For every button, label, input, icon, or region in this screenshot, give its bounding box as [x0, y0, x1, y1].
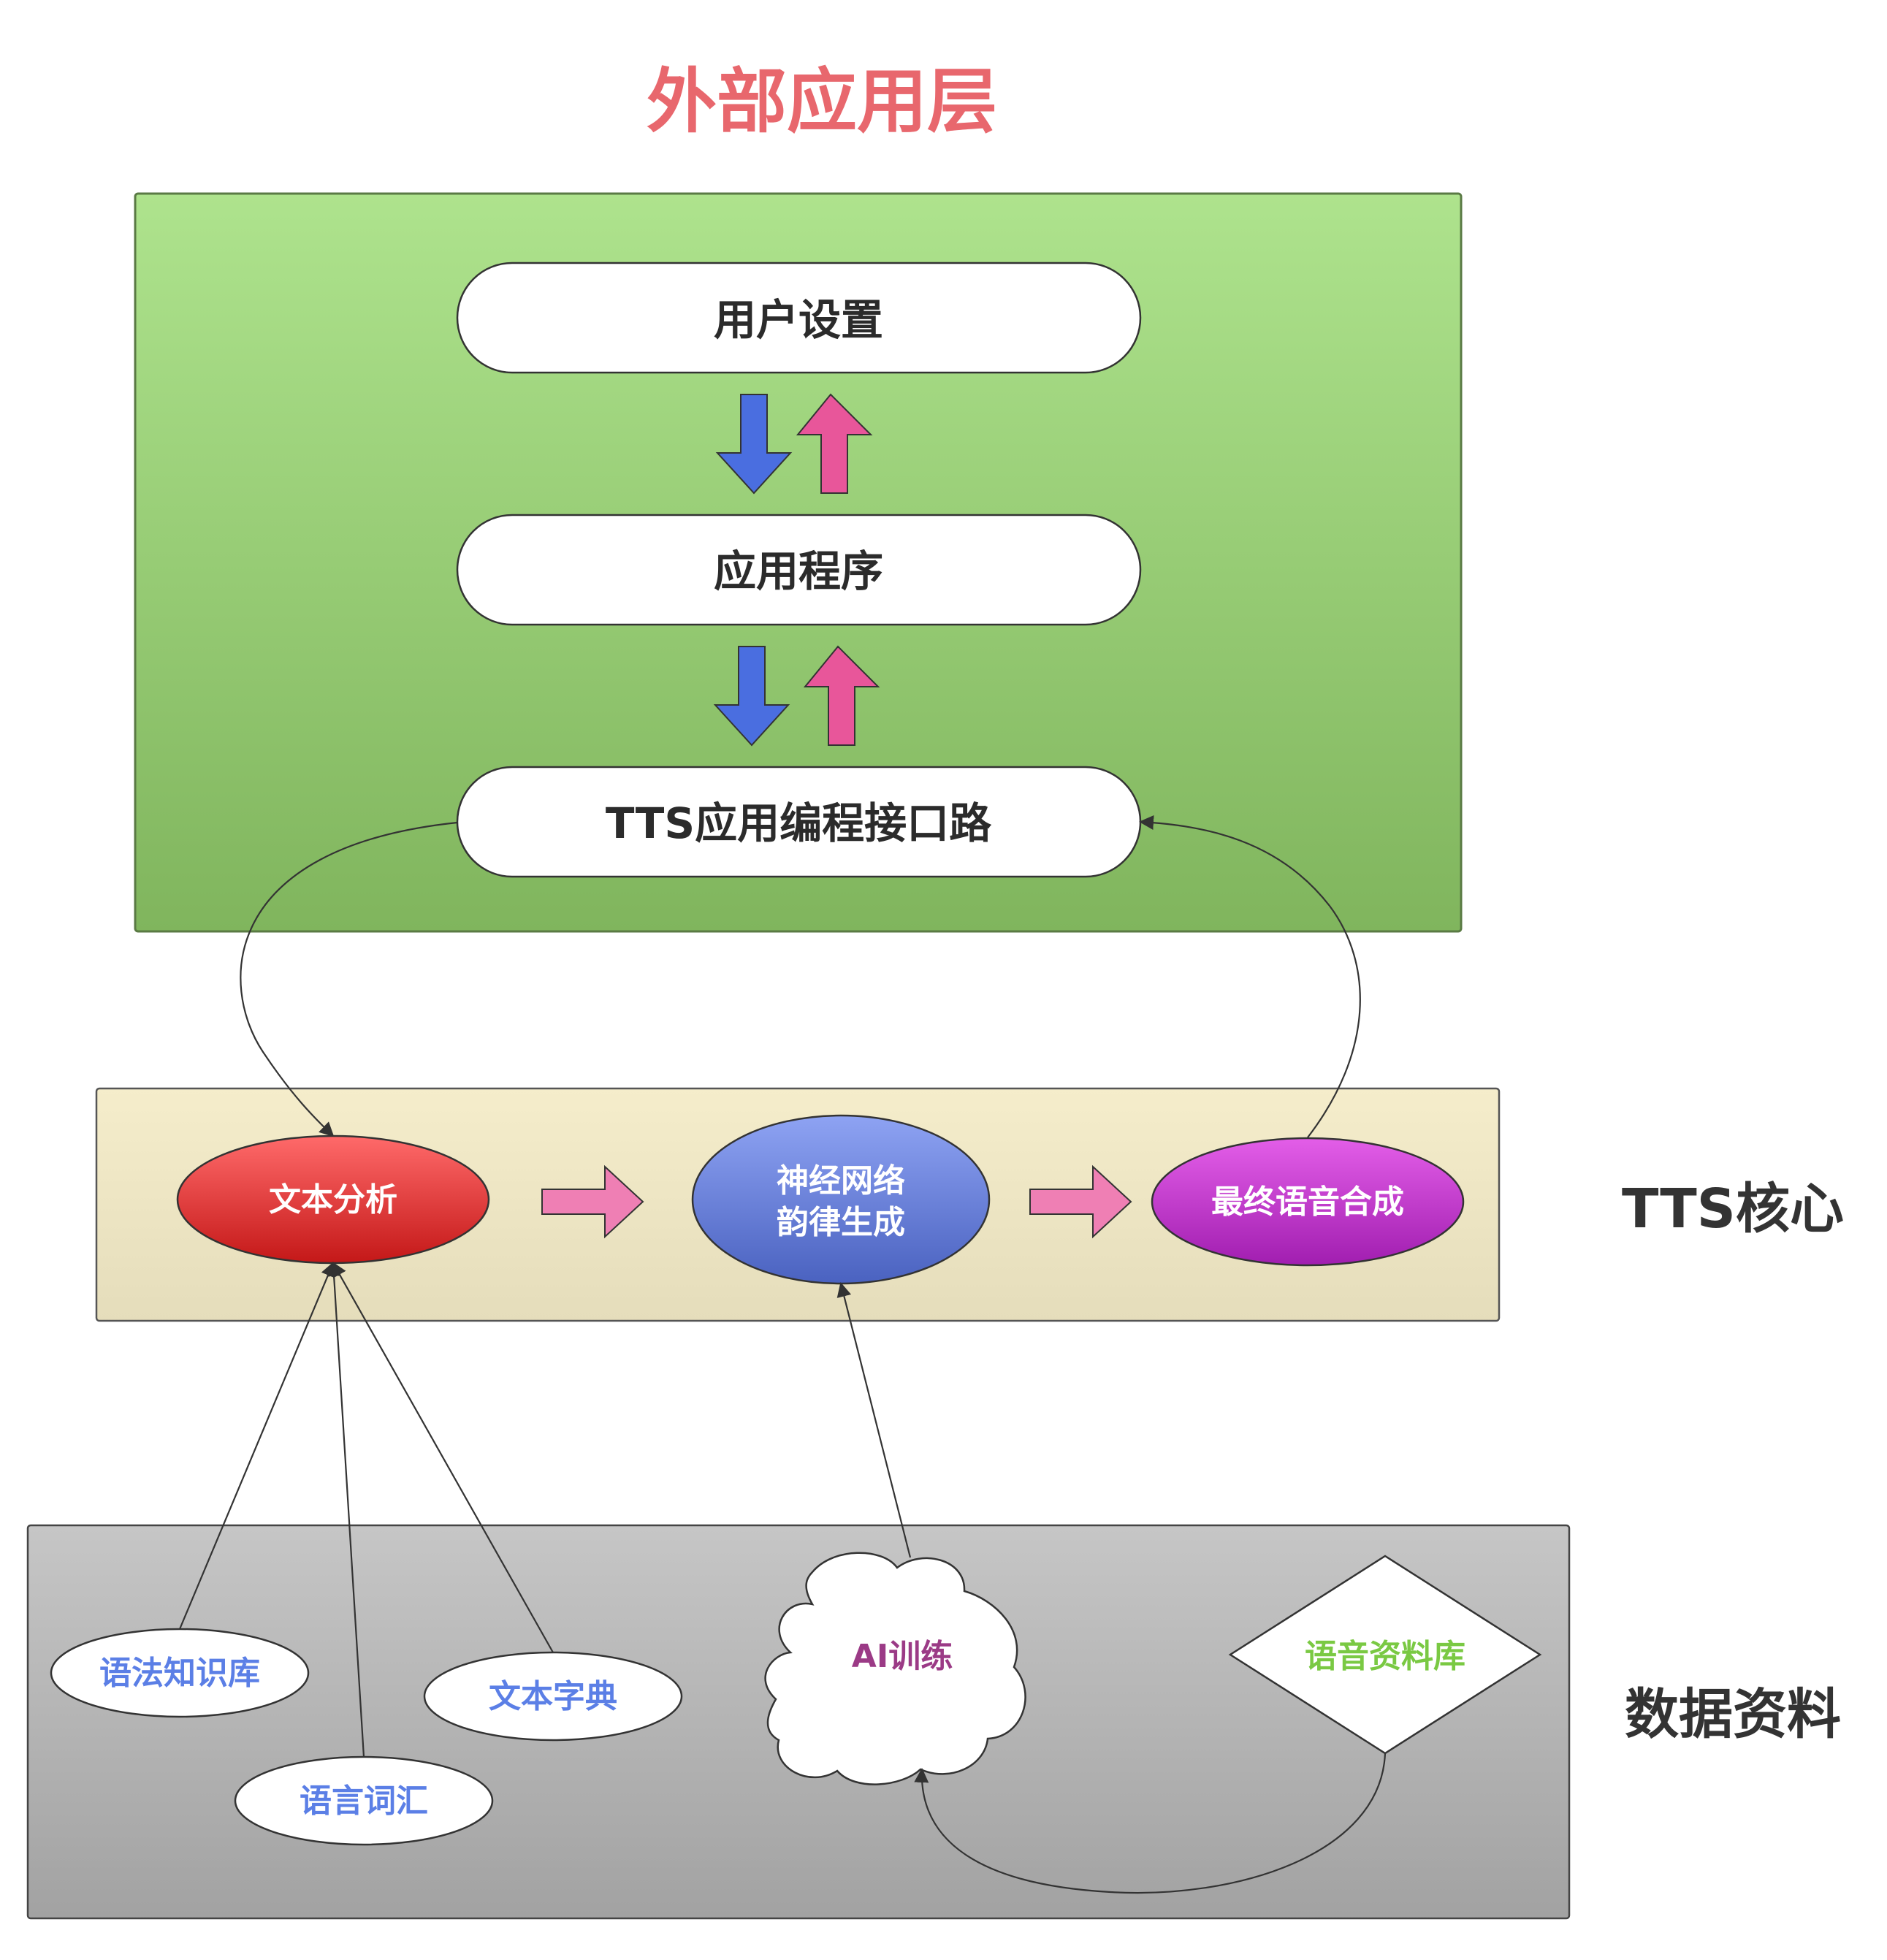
grammar-kb-label: 语法知识库 — [99, 1655, 260, 1692]
text-dictionary-label: 文本字典 — [489, 1678, 617, 1715]
tts-core-label: TTS核心 — [1622, 1178, 1844, 1240]
vocabulary-label: 语言词汇 — [300, 1782, 428, 1820]
user-settings-node: 用户设置 — [456, 262, 1142, 374]
speech-corpus-label: 语音资料库 — [1305, 1638, 1465, 1675]
application-program-label: 应用程序 — [714, 546, 883, 596]
up-arrow-icon — [803, 645, 880, 746]
data-layer-label: 数据资料 — [1625, 1683, 1841, 1746]
down-arrow-icon — [713, 646, 790, 747]
diagram-title: 外部应用层 — [647, 61, 997, 142]
ai-training-label: AI训练 — [852, 1638, 953, 1675]
application-program-node: 应用程序 — [456, 514, 1142, 626]
data-layer: 语法知识库 文本字典 语言词汇 AI训练 语音资料库 — [26, 1524, 1571, 1920]
speech-synthesis-node: 最终语音合成 — [1151, 1137, 1465, 1267]
neural-prosody-label-line1: 神经网络 — [777, 1162, 905, 1200]
speech-corpus-node: 语音资料库 — [1228, 1555, 1542, 1755]
grammar-to-analysis-connector — [178, 1262, 335, 1630]
down-arrow-icon — [715, 394, 793, 495]
speech-synthesis-label: 最终语音合成 — [1211, 1183, 1404, 1221]
ai-to-prosody-connector — [836, 1282, 912, 1558]
tts-core-layer: 文本分析 神经网络 韵律生成 最终语音合成 — [95, 1087, 1501, 1322]
api-to-text-analysis-connector — [240, 821, 458, 1137]
grammar-kb-node: 语法知识库 — [50, 1628, 310, 1718]
tts-api-label: TTS应用编程接口路 — [606, 798, 992, 848]
application-layer: 用户设置 应用程序 TTS应用编程接口路 — [134, 192, 1463, 933]
corpus-to-ai-connector — [914, 1753, 1387, 1894]
vocabulary-to-analysis-connector — [327, 1262, 365, 1758]
text-dictionary-node: 文本字典 — [423, 1651, 683, 1742]
ai-training-node: AI训练 — [764, 1552, 1026, 1785]
neural-prosody-label-line2: 韵律生成 — [777, 1204, 905, 1241]
flow-arrow-icon — [541, 1164, 644, 1239]
flow-arrow-icon — [1029, 1164, 1132, 1239]
synthesis-to-api-connector — [1139, 815, 1361, 1138]
text-analysis-label: 文本分析 — [269, 1181, 397, 1219]
vocabulary-node: 语言词汇 — [234, 1755, 494, 1846]
tts-api-node: TTS应用编程接口路 — [456, 766, 1142, 878]
dictionary-to-analysis-connector — [332, 1262, 554, 1653]
user-settings-label: 用户设置 — [714, 295, 883, 345]
text-analysis-node: 文本分析 — [176, 1135, 490, 1265]
neural-prosody-node: 神经网络 韵律生成 — [691, 1114, 991, 1285]
up-arrow-icon — [796, 393, 873, 494]
